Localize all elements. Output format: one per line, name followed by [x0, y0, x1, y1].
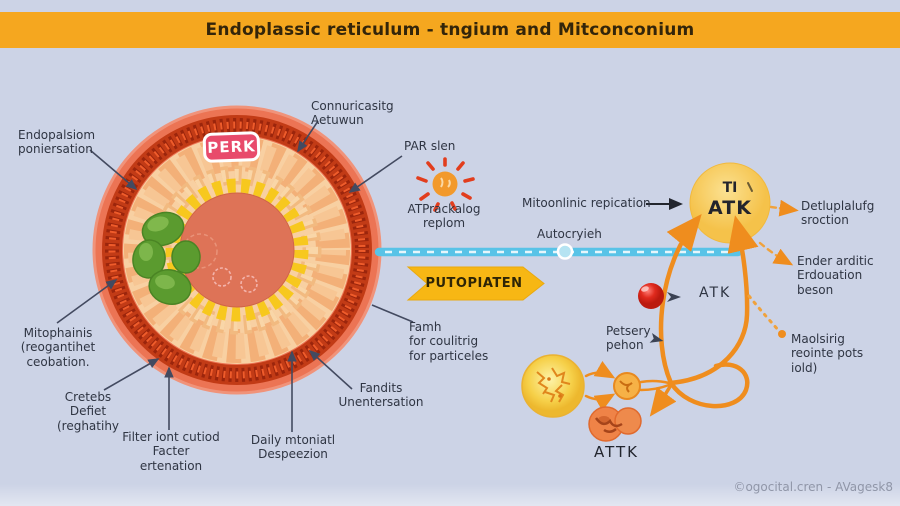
label-fandits: Fandits Unentersation	[338, 381, 424, 410]
label-mito-replication: Mitoonlinic repication	[522, 196, 651, 210]
label-communicating: Connuricasitg Aetuwun	[311, 99, 394, 128]
attk-blob	[588, 406, 642, 442]
autophagy-bead-icon	[556, 243, 574, 260]
vesicle-pointer-icon	[667, 292, 681, 302]
banner-ribbon	[406, 266, 545, 301]
perk-badge: PERK	[202, 131, 261, 163]
label-detluplalufg: Detluplalufg sroction	[801, 199, 875, 228]
nucleus-detail	[182, 233, 258, 293]
atp-burst-icon	[416, 157, 475, 212]
page-title: Endoplassic reticulum - tngium and Mitco…	[0, 12, 900, 48]
autophagy-flow-arrow	[374, 243, 743, 260]
label-par: PAR slen	[404, 139, 456, 153]
red-vesicle	[638, 283, 664, 309]
label-endoplasm: Endopalsiom poniersation	[18, 128, 96, 157]
label-daily: Daily mtoniatl Despeezion	[250, 433, 336, 462]
atk-circle-main-label: ATK	[708, 197, 752, 219]
label-maolsirig: Maolsirig reointe pots iold)	[791, 332, 864, 375]
label-mitophainis: Mitophainis (reogantihet ceobation.	[20, 326, 96, 369]
label-filter: Filter iont cutiod Facter ertenation	[122, 430, 220, 473]
green-organelles	[132, 211, 201, 305]
atk-circle-top-label: TI	[722, 180, 738, 196]
label-petsery: Petsery pehon	[606, 324, 651, 353]
label-famh: Famh for coulitrig for particeles	[409, 320, 489, 363]
label-autophagy: Autocryieh	[537, 227, 602, 241]
leader-lines	[56, 120, 414, 432]
petsery-pointer-icon	[649, 333, 664, 343]
cell-cross-section	[92, 105, 382, 395]
banner-label: PUTOPIATEN	[425, 276, 523, 291]
signal-curves	[584, 214, 759, 417]
bottom-gradient	[0, 484, 900, 506]
label-cretebs: Cretebs Defiet (reghatihy	[56, 390, 120, 433]
label-atk-mid: ATK	[699, 285, 732, 301]
label-atp: ATPrackalog replom	[407, 202, 481, 231]
small-orange-vesicle	[613, 372, 641, 400]
yellow-cell	[521, 354, 585, 418]
label-attk: ATTK	[594, 443, 639, 461]
dashed-callout-arrows	[747, 199, 799, 338]
bead-ring	[165, 178, 309, 322]
er-ring	[102, 115, 372, 385]
watermark: ©ogocital.cren - AVagesk8	[733, 480, 893, 494]
label-ender: Ender arditic Erdouation beson	[797, 254, 874, 297]
